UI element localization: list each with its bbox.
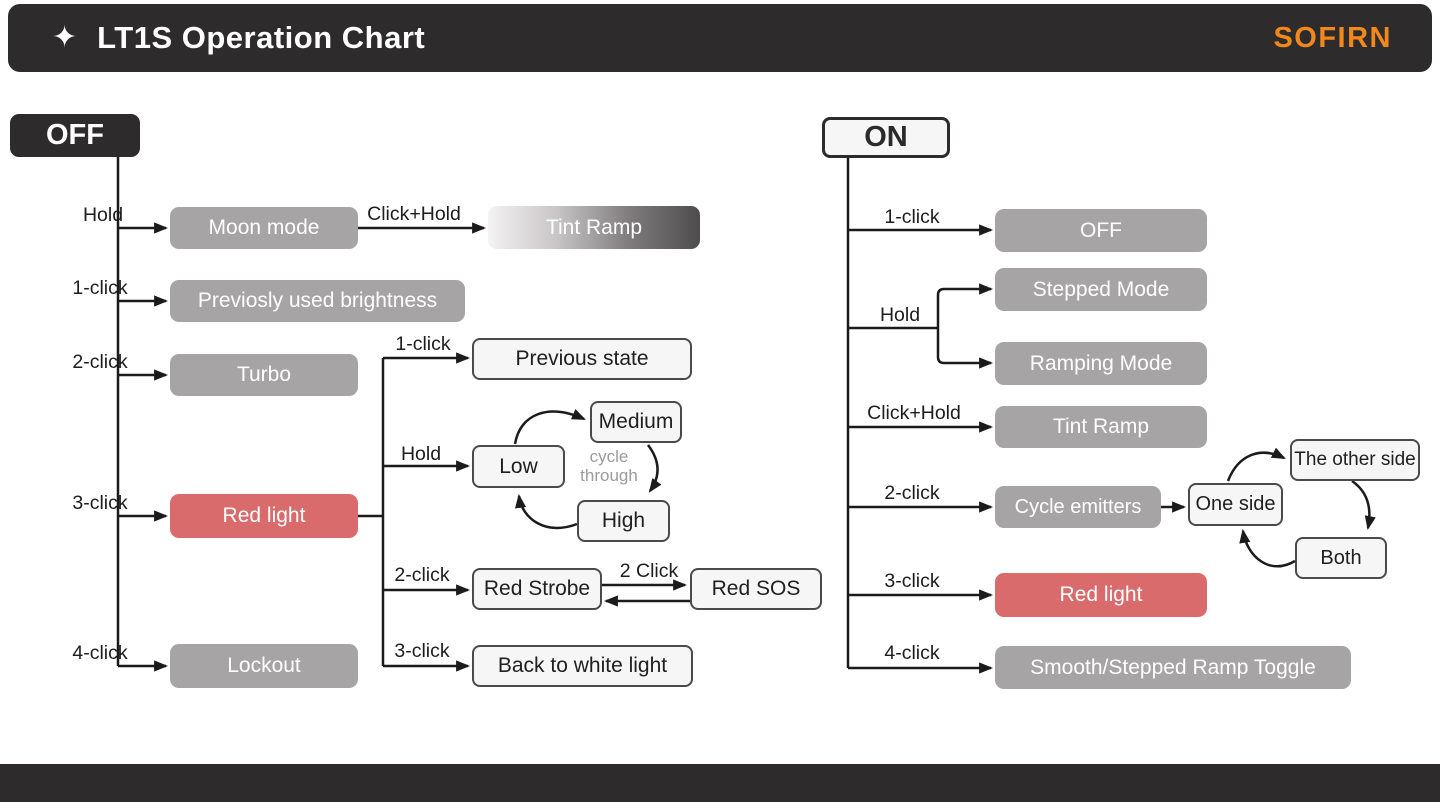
label-on-click-hold: Click+Hold [867, 402, 961, 424]
node-other-side: The other side [1290, 439, 1420, 481]
node-prev-brightness: Previosly used brightness [170, 280, 465, 322]
label-on-hold: Hold [879, 304, 921, 326]
node-one-side: One side [1188, 483, 1283, 526]
label-on-3click: 3-click [884, 570, 940, 592]
node-red-light-on: Red light [995, 573, 1207, 617]
on-root-node: ON [822, 117, 950, 158]
node-tint-ramp-on: Tint Ramp [995, 406, 1207, 448]
sparkle-icon: ✦ [52, 21, 78, 54]
label-off-click-hold: Click+Hold [367, 203, 461, 225]
brand-logo: SOFIRN [1273, 21, 1392, 54]
node-cycle-emitters: Cycle emitters [995, 486, 1161, 528]
label-on-1click: 1-click [884, 206, 940, 228]
cycle-through-note: cycle through [580, 447, 638, 485]
label-off-3click: 3-click [72, 492, 128, 514]
label-red-hold: Hold [400, 443, 442, 465]
node-medium: Medium [590, 401, 682, 443]
label-off-hold: Hold [82, 204, 124, 226]
footer-bar [0, 764, 1440, 802]
label-sos-toggle: 2 Click [619, 560, 679, 582]
node-low: Low [472, 445, 565, 488]
label-on-4click: 4-click [884, 642, 940, 664]
node-red-sos: Red SOS [690, 568, 822, 610]
node-ramping-mode: Ramping Mode [995, 342, 1207, 385]
node-both: Both [1295, 537, 1387, 579]
node-moon-mode: Moon mode [170, 207, 358, 249]
page-title: LT1S Operation Chart [97, 20, 426, 55]
node-red-strobe: Red Strobe [472, 568, 602, 610]
label-off-4click: 4-click [72, 642, 128, 664]
node-stepped-mode: Stepped Mode [995, 268, 1207, 311]
node-previous-state: Previous state [472, 338, 692, 380]
label-red-1click: 1-click [395, 333, 451, 355]
node-high: High [577, 500, 670, 542]
off-root-node: OFF [10, 114, 140, 157]
node-turbo: Turbo [170, 354, 358, 396]
label-red-3click: 3-click [394, 640, 450, 662]
node-off: OFF [995, 209, 1207, 252]
label-off-1click: 1-click [72, 277, 128, 299]
node-smooth-toggle: Smooth/Stepped Ramp Toggle [995, 646, 1351, 689]
node-lockout: Lockout [170, 644, 358, 688]
label-off-2click: 2-click [72, 351, 128, 373]
node-back-to-white: Back to white light [472, 645, 693, 687]
node-tint-ramp-off: Tint Ramp [488, 206, 700, 249]
app-header: ✦ LT1S Operation Chart SOFIRN [8, 4, 1432, 72]
label-red-2click: 2-click [394, 564, 450, 586]
node-red-light-off: Red light [170, 494, 358, 538]
label-on-2click: 2-click [884, 482, 940, 504]
